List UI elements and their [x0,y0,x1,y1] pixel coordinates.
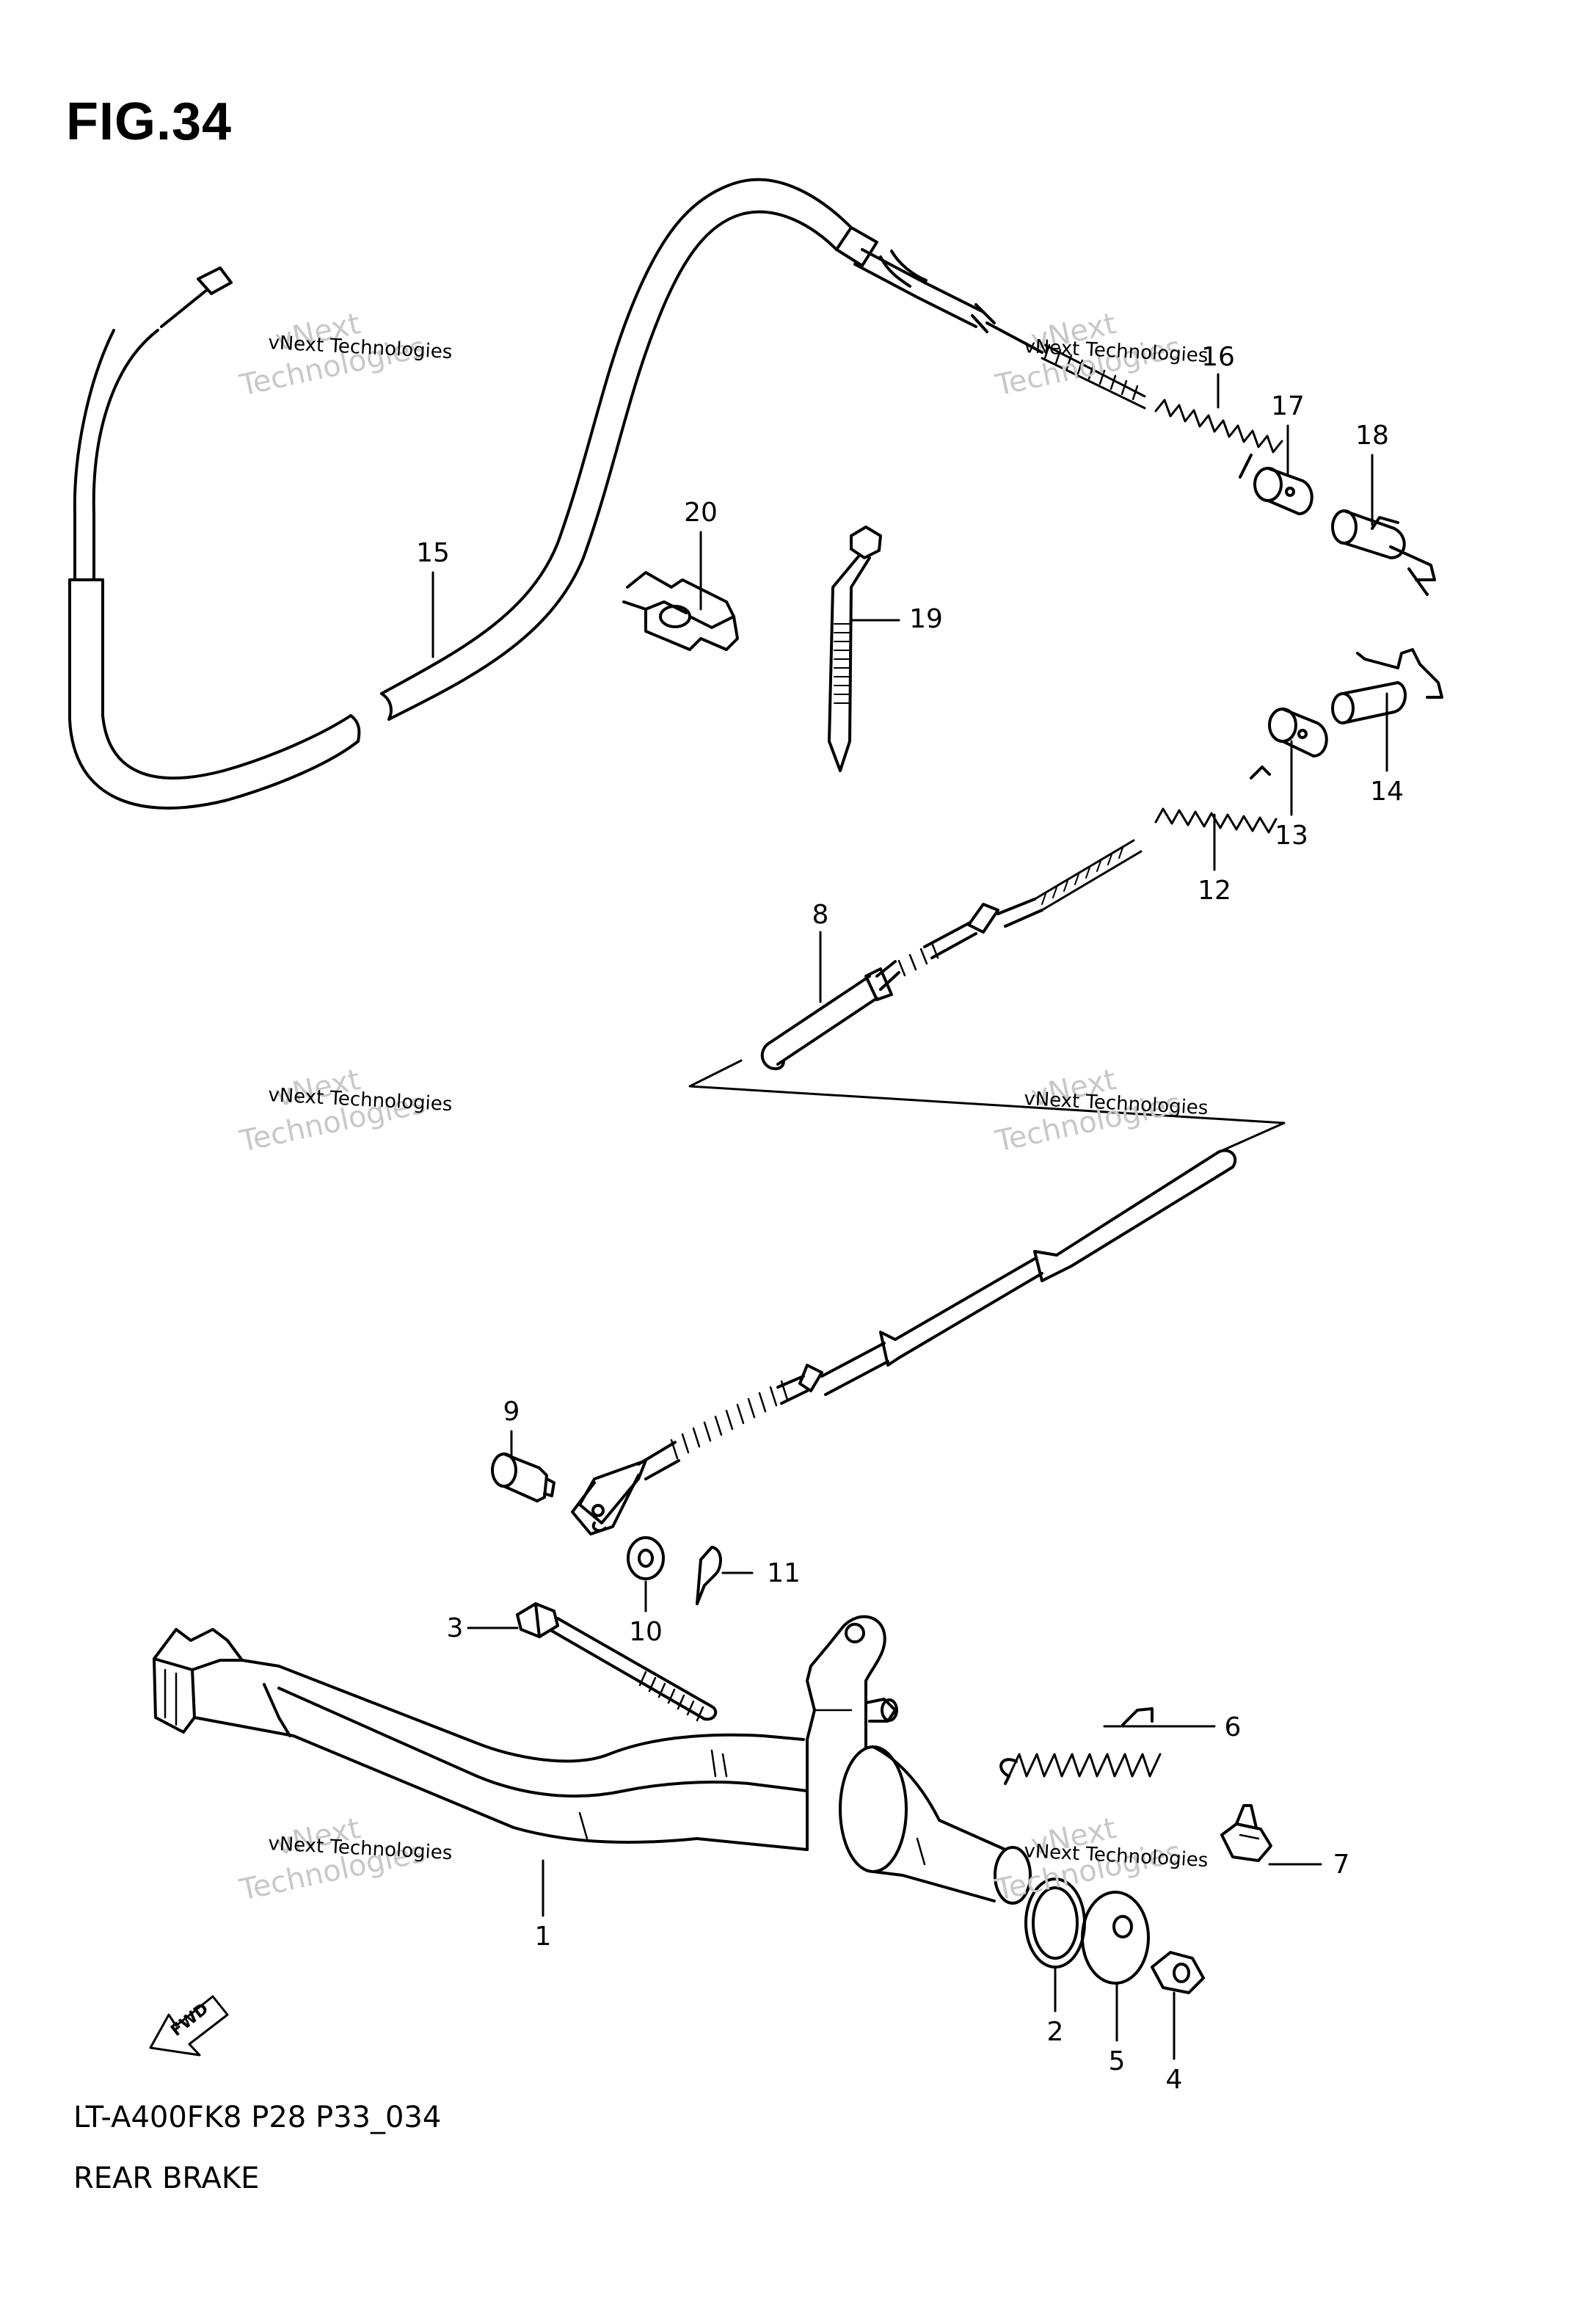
callout-5: 5 [1109,2046,1126,2076]
part-4-nut [1151,1951,1205,1994]
part-5-washer [1081,1891,1150,1985]
part-17-sleeve [1253,467,1313,515]
part-20-cable-clamp [622,571,739,651]
fwd-label: FWD [167,2000,212,2040]
callout-18: 18 [1355,421,1389,451]
part-7-nut [1220,1804,1272,1862]
part-14-bracket [1331,648,1443,724]
callout-14: 14 [1370,777,1404,807]
callout-6: 6 [1225,1712,1242,1742]
callout-9: 9 [503,1397,520,1427]
callout-10: 10 [629,1617,663,1647]
section-name: REAR BRAKE [73,2162,260,2195]
callout-11: 11 [767,1558,801,1588]
part-19-cable-tie [828,526,882,772]
callout-12: 12 [1198,876,1231,906]
model-code: LT-A400FK8 P28 P33_034 [73,2101,442,2134]
part-18-bracket [1331,509,1436,596]
part-15-upper-brake-cable [68,178,1146,810]
callout-15: 15 [416,538,450,568]
part-9-clevis-pin [491,1453,555,1502]
part-3-bolt [516,1602,718,1722]
callout-leader-lines [431,373,1388,2060]
callout-13: 13 [1275,821,1308,851]
callout-2: 2 [1047,2017,1064,2047]
part-1-brake-pedal [153,1615,1032,1905]
part-16-spring [1154,399,1283,479]
figure-title: FIG.34 [66,92,233,151]
fwd-arrow-icon [149,1995,229,2057]
part-12-spring [1154,766,1278,834]
callout-20: 20 [684,498,718,528]
callout-19: 19 [909,604,943,634]
watermark-caption-group: vNext Technologies vNext Technologies vN… [268,332,1209,1872]
callout-17: 17 [1271,391,1305,421]
part-13-sleeve [1268,708,1328,757]
part-6-return-spring [999,1707,1162,1785]
callout-4: 4 [1166,2065,1183,2095]
callout-1: 1 [535,1922,552,1952]
part-8-lower-brake-cable [571,839,1286,1535]
cable-end-nipple [197,266,233,295]
part-10-washer [627,1536,665,1580]
part-11-cotter-pin [696,1546,722,1605]
callout-7: 7 [1333,1850,1350,1880]
callout-numbers: 15 16 17 18 20 19 14 13 12 8 9 10 11 3 1… [416,342,1404,2095]
callout-8: 8 [812,900,829,930]
callout-16: 16 [1201,342,1235,372]
callout-3: 3 [447,1613,464,1643]
